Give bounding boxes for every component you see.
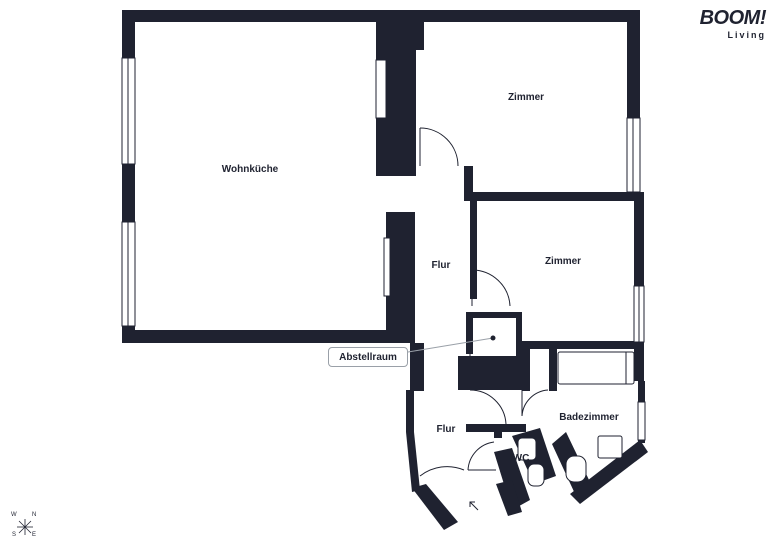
room-label-flur-lower: Flur [437,424,456,435]
toilet-bath [565,455,587,483]
brand-sub: Living [727,30,766,40]
compass-rose [17,519,33,535]
flur-lower-left-wall [410,343,424,391]
pillar-lower [386,212,415,343]
callout-dot [490,335,496,341]
compass-w: W [11,512,17,518]
doors [419,127,549,477]
callout-line [407,337,494,353]
storage-wall-left [466,312,473,354]
door-zimmer-top-arc [419,127,459,167]
pillar-upper-cap [376,20,424,50]
walls [122,10,648,530]
room-label-zimmer-mid: Zimmer [545,256,581,267]
angled-wall-wc [494,448,530,510]
compass-icon: W N S E [10,512,40,542]
bath-wall-bottom [570,440,648,504]
wc-toilet [527,463,545,487]
angled-wall-bottom-left [412,484,458,530]
wall-zimmer-mid-bottom [516,341,644,349]
window-inner-lower [383,237,391,297]
door-storage-arc [469,389,507,425]
wall-wc-divider [494,424,502,438]
callout-abstellraum: Abstellraum [328,347,408,367]
window-inner-upper [375,59,387,119]
door-wc-arc [467,441,495,471]
room-label-wohnkueche: Wohnküche [222,164,279,175]
storage-block [458,356,524,390]
bathtub [557,351,635,385]
wall-zimmer-mid-left [470,201,477,299]
room-label-wc: WC [513,453,530,464]
storage-wall-right [516,312,522,364]
wall-zimmer-top-bottom [464,192,644,201]
brand-name: BOOM! [699,7,767,29]
fixtures [517,351,635,487]
storage-wall-top [466,312,522,318]
angled-wall-left [406,432,420,492]
compass-e: E [32,532,37,538]
wall-wohnkueche-bottom [122,330,415,343]
entrance-arrow-icon [469,501,479,511]
door-entrance-arc [419,466,465,477]
room-label-flur-upper: Flur [432,260,451,271]
compass-s: S [12,532,17,538]
brand-logo: BOOM! Living [699,7,767,40]
wall-flur-right-upper [464,166,473,201]
room-label-zimmer-top: Zimmer [508,92,544,103]
door-bath-arc [521,389,549,417]
door-zimmer-mid-arc [471,269,511,307]
bath-wall-left [522,345,530,391]
sink [597,435,623,459]
wc-wall-bottom [496,480,522,516]
compass-n: N [32,512,37,518]
flur-lower-left-wall-2 [406,390,414,432]
room-label-badezimmer: Badezimmer [559,412,619,423]
windows [121,57,646,441]
wc-sink [517,437,537,461]
window-bath [637,401,646,441]
bath-inner-wall [549,349,557,391]
